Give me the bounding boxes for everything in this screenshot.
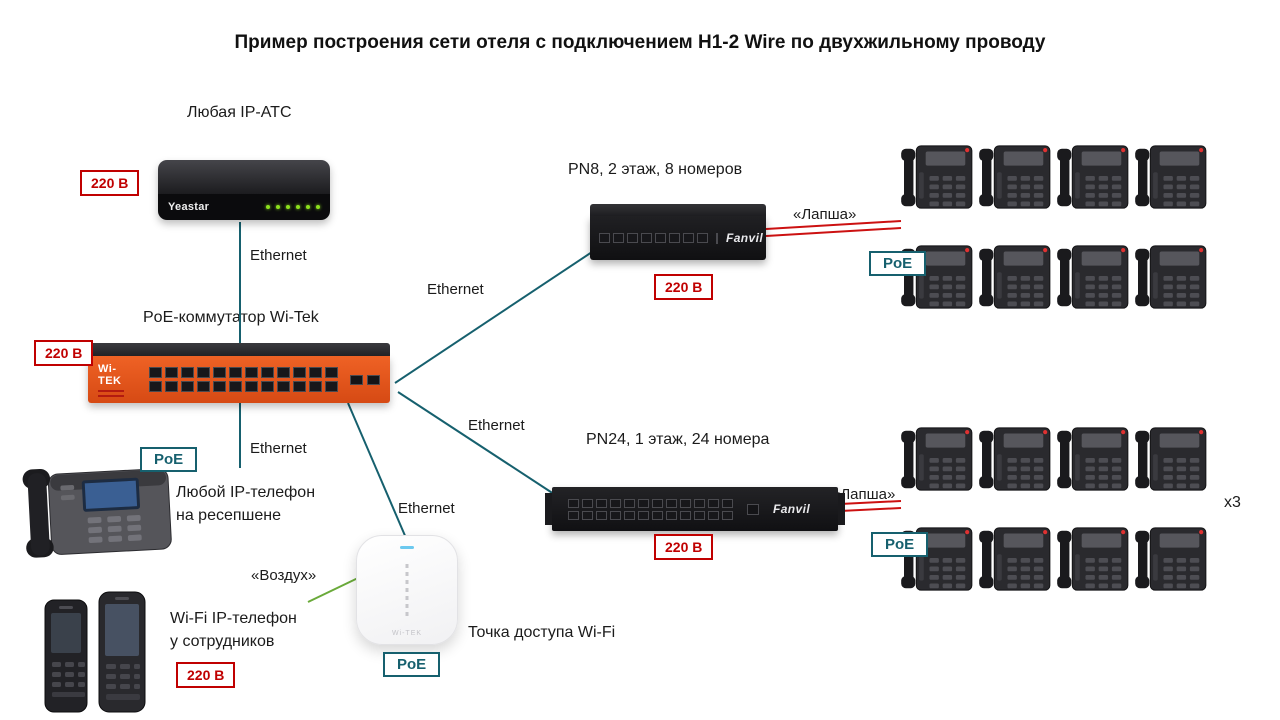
wifi-handsets-device bbox=[35, 586, 160, 720]
poe-switch-device: Wi-TEK bbox=[88, 343, 390, 403]
power-badge-switch: 220 В bbox=[34, 340, 94, 366]
fanvil-logo-pn24: Fanvil bbox=[773, 502, 811, 516]
pbx-led-row-icon bbox=[266, 205, 320, 209]
poe-badge-reception: PoE bbox=[140, 447, 198, 472]
pn8-ports-icon bbox=[599, 233, 708, 243]
guest-phones-floor1 bbox=[900, 426, 1212, 594]
pn8-top bbox=[590, 204, 766, 216]
ap-led-icon bbox=[400, 546, 414, 549]
pn8-label: PN8, 2 этаж, 8 номеров bbox=[568, 161, 743, 178]
ethernet-label-reception: Ethernet bbox=[250, 440, 307, 457]
ap-label: Точка доступа Wi-Fi bbox=[468, 624, 616, 641]
guest-phones-floor2 bbox=[900, 144, 1212, 312]
ap-grill-icon bbox=[405, 564, 409, 616]
switch-sfp-ports-icon bbox=[350, 374, 380, 385]
wifi-phone-label-line1: Wi-Fi IP-телефон bbox=[170, 610, 297, 627]
lapsha-label-pn8: «Лапша» bbox=[793, 206, 857, 223]
guest-ip-phone-icon bbox=[901, 145, 973, 209]
ethernet-label-pbx: Ethernet bbox=[250, 247, 307, 264]
poe-badge-pn24: PoE bbox=[871, 532, 929, 557]
guest-ip-phone-icon bbox=[1057, 527, 1129, 591]
guest-ip-phone-icon bbox=[979, 145, 1051, 209]
witek-logo: Wi-TEK bbox=[98, 363, 137, 397]
pn24-label: PN24, 1 этаж, 24 номера bbox=[586, 431, 770, 448]
pn8-front: Fanvil bbox=[590, 216, 766, 260]
switch-front: Wi-TEK bbox=[88, 356, 390, 403]
ap-witek-logo: Wi-TEK bbox=[391, 630, 423, 637]
switch-ports-icon bbox=[149, 367, 338, 392]
reception-ip-phone-device bbox=[22, 458, 180, 571]
yeastar-logo: Yeastar bbox=[168, 201, 210, 213]
wifi-phone-label-line2: у сотрудников bbox=[170, 633, 275, 650]
line-lapsha-pn24-b bbox=[839, 507, 902, 512]
guest-ip-phone-icon bbox=[901, 427, 973, 491]
ip-pbx-front: Yeastar bbox=[158, 194, 330, 220]
guest-ip-phone-icon bbox=[1135, 145, 1207, 209]
guest-ip-phone-icon bbox=[1135, 245, 1207, 309]
poe-badge-ap: PoE bbox=[383, 652, 441, 677]
multiplier-label: x3 bbox=[1224, 494, 1241, 511]
guest-ip-phone-icon bbox=[979, 245, 1051, 309]
power-badge-pn8: 220 В bbox=[654, 274, 714, 300]
guest-ip-phone-icon bbox=[979, 527, 1051, 591]
wifi-handsets-icon bbox=[44, 591, 146, 713]
ethernet-label-pn8: Ethernet bbox=[427, 281, 484, 298]
line-switch-to-ap bbox=[347, 402, 407, 539]
ethernet-label-ap: Ethernet bbox=[398, 500, 455, 517]
line-lapsha-pn8-b bbox=[765, 227, 902, 237]
line-switch-to-pn8 bbox=[394, 251, 593, 384]
reception-phone-label-line1: Любой IP-телефон bbox=[176, 484, 316, 501]
guest-ip-phone-icon bbox=[1057, 145, 1129, 209]
pn24-ports-icon bbox=[568, 498, 733, 520]
guest-ip-phone-icon bbox=[1057, 245, 1129, 309]
power-badge-pn24: 220 В bbox=[654, 534, 714, 560]
line-switch-to-pn24 bbox=[397, 391, 561, 499]
guest-ip-phone-icon bbox=[979, 427, 1051, 491]
wifi-access-point-device: Wi-TEK bbox=[356, 535, 458, 645]
power-badge-wifi-phones: 220 В bbox=[176, 662, 236, 688]
pn24-switch-device: Fanvil bbox=[545, 487, 845, 531]
diagram-title: Пример построения сети отеля с подключен… bbox=[234, 32, 1046, 53]
ethernet-label-pn24: Ethernet bbox=[468, 417, 525, 434]
air-label: «Воздух» bbox=[251, 567, 317, 584]
switch-top bbox=[88, 343, 390, 356]
guest-ip-phone-icon bbox=[1135, 527, 1207, 591]
ip-pbx-device: Yeastar bbox=[158, 160, 330, 220]
ip-pbx-top bbox=[158, 160, 330, 194]
guest-ip-phone-icon bbox=[1135, 427, 1207, 491]
fanvil-logo: Fanvil bbox=[726, 231, 764, 245]
pn8-uplink-port-icon bbox=[716, 232, 718, 244]
reception-phone-label-line2: на ресепшене bbox=[176, 507, 282, 524]
pn24-uplink-port-icon bbox=[747, 503, 759, 515]
guest-ip-phone-icon bbox=[901, 527, 973, 591]
guest-ip-phone-icon bbox=[1057, 427, 1129, 491]
power-badge-pbx: 220 В bbox=[80, 170, 140, 196]
reception-ip-phone-icon bbox=[22, 468, 172, 558]
lapsha-label-pn24: «Лапша» bbox=[832, 486, 896, 503]
ipats-label: Любая IP-АТС bbox=[187, 104, 292, 121]
pn8-switch-device: Fanvil bbox=[590, 204, 766, 260]
poe-switch-label: PoE-коммутатор Wi-Tek bbox=[143, 309, 319, 326]
poe-badge-pn8: PoE bbox=[869, 251, 927, 276]
